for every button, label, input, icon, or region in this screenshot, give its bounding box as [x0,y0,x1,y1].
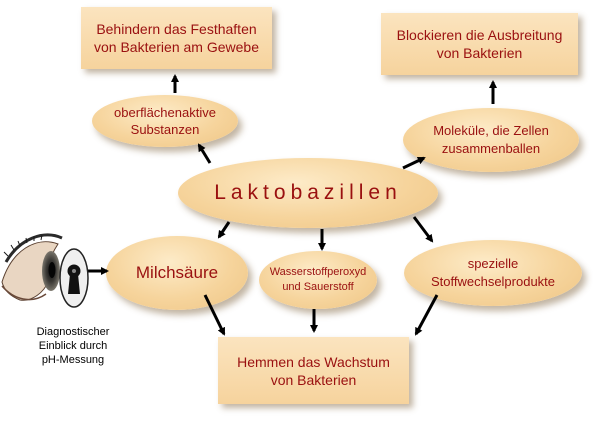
ellipse-metabolites: spezielle Stoffwechselprodukte [404,240,582,306]
ellipse-peroxide-label: Wasserstoffperoxyd und Sauerstoff [269,266,367,293]
ellipse-surfactants-label: oberflächenaktive Substanzen [114,105,216,137]
arrow-laktobazillen-to-clumping [402,156,426,170]
ellipse-peroxide: Wasserstoffperoxyd und Sauerstoff [259,251,377,309]
ellipse-milchsaeure-label: Milchsäure [135,263,219,282]
box-adhesion: Behindern das Festhaften von Bakterien a… [81,7,272,69]
box-growth: Hemmen das Wachstum von Bakterien [218,337,409,404]
ellipse-clumping-label: Moleküle, die Zellen zusammenballen [433,123,549,156]
eye-icon [1,233,63,301]
ellipse-metabolites-label: spezielle Stoffwechselprodukte [430,256,556,289]
diagnostic-caption: Diagnostischer Einblick durch pH-Messung [8,311,138,367]
ellipse-laktobazillen: Laktobazillen [178,158,438,228]
arrow-milchsaeure-to-growth [203,294,226,336]
box-adhesion-label: Behindern das Festhaften von Bakterien a… [94,21,259,55]
keyhole-icon [59,248,89,308]
arrow-metabolites-to-growth [414,294,439,336]
box-spread: Blockieren die Ausbreitung von Bakterien [381,13,578,75]
ellipse-surfactants: oberflächenaktive Substanzen [92,95,238,147]
box-growth-label: Hemmen das Wachstum von Bakterien [237,353,390,388]
ellipse-clumping: Moleküle, die Zellen zusammenballen [403,108,579,172]
diagnostic-caption-text: Diagnostischer Einblick durch pH-Messung [36,326,110,366]
arrow-laktobazillen-to-milchsaeure [217,221,231,239]
box-spread-label: Blockieren die Ausbreitung von Bakterien [396,27,563,61]
arrow-laktobazillen-to-surfactants [197,143,212,164]
ellipse-milchsaeure: Milchsäure [106,236,248,310]
arrow-laktobazillen-to-metabolites [412,216,434,243]
ellipse-laktobazillen-label: Laktobazillen [214,181,402,204]
